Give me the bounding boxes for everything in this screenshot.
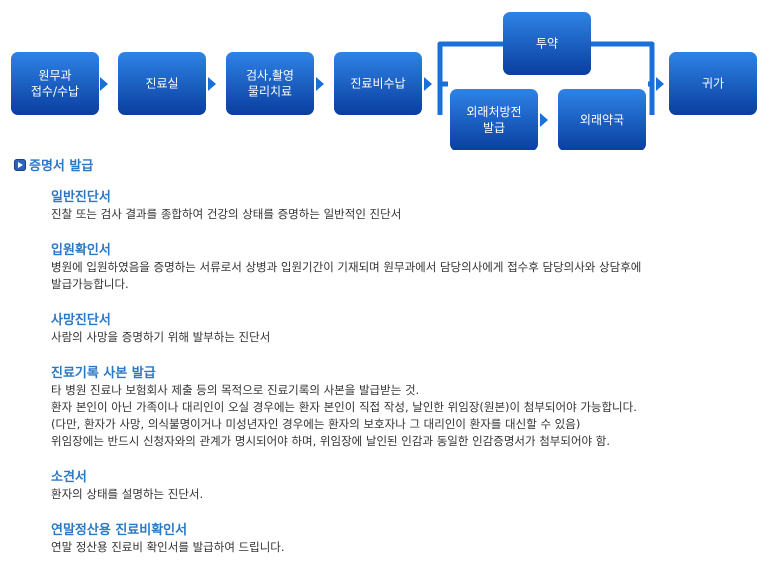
flow-label-clinic: 진료실 — [145, 77, 178, 91]
certificate-description: 타 병원 진료나 보험회사 제출 등의 목적으로 진료기록의 사본을 발급받는 … — [51, 383, 420, 397]
flow-box-exam — [226, 52, 314, 115]
section-header: 증명서 발급 — [14, 155, 93, 174]
certificate-title: 연말정산용 진료비확인서 — [51, 523, 188, 538]
flow-label-reception: 원무과 — [38, 69, 71, 83]
flow-box-pharmacy — [558, 89, 646, 150]
certificate-description: 진찰 또는 검사 결과를 종합하여 건강의 상태를 증명하는 일반적인 진단서 — [51, 207, 402, 221]
flow-label-home: 귀가 — [702, 77, 724, 91]
arrow-to-payment-icon — [316, 77, 324, 91]
flow-label-medication: 투약 — [536, 36, 558, 51]
flow-node-clinic: 진료실 — [118, 52, 206, 115]
certificate-description: 환자 본인이 아닌 가족이나 대리인이 오실 경우에는 환자 본인이 직접 작성… — [51, 400, 637, 414]
arrow-to-exam-icon — [208, 77, 216, 91]
arrow-to-pharmacy-icon — [540, 113, 548, 127]
certificate-title: 진료기록 사본 발급 — [51, 366, 156, 381]
certificate-description: 환자의 상태를 설명하는 진단서. — [51, 487, 204, 501]
flow-node-medication: 투약 — [503, 12, 591, 75]
flow-label-payment: 진료비수납 — [350, 77, 405, 91]
arrow-to-branch-icon — [424, 77, 432, 91]
flow-box-payment — [334, 52, 422, 115]
certificate-title: 소견서 — [51, 470, 87, 485]
flow-box-outpatient-rx — [450, 89, 538, 150]
connector-from-medication — [591, 41, 655, 115]
flow-box-medication — [503, 12, 591, 75]
flow-label-exam: 물리치료 — [248, 85, 292, 99]
certificate-title: 사망진단서 — [51, 313, 111, 328]
certificate-description: 연말 정산용 진료비 확인서를 발급하여 드립니다. — [51, 540, 285, 554]
flow-node-payment: 진료비수납 — [334, 52, 422, 115]
certificate-description: 위임장에는 반드시 신청자와의 관계가 명시되어야 하며, 위임장에 날인된 인… — [51, 434, 611, 448]
flow-label-pharmacy: 외래약국 — [580, 112, 624, 127]
flow-label-outpatient-rx: 발급 — [483, 121, 505, 135]
certificate-title: 입원확인서 — [51, 243, 111, 258]
flow-box-clinic — [118, 52, 206, 115]
flow-box-reception — [11, 52, 99, 115]
certificate-title: 일반진단서 — [51, 190, 111, 205]
flow-label-exam: 검사,촬영 — [246, 69, 294, 83]
flow-node-home: 귀가 — [669, 52, 757, 115]
certificate-description: 사람의 사망을 증명하기 위해 발부하는 진단서 — [51, 330, 271, 344]
connector-to-medication — [437, 41, 503, 115]
certificate-description: 병원에 입원하였음을 증명하는 서류로서 상병과 입원기간이 기재되며 원무과에… — [51, 260, 642, 274]
play-bullet-icon — [14, 158, 26, 171]
arrow-to-home-icon — [656, 77, 664, 91]
flow-label-reception: 접수/수납 — [31, 85, 79, 99]
flow-box-home — [669, 52, 757, 115]
arrow-to-clinic-icon — [100, 77, 108, 91]
flow-label-outpatient-rx: 외래처방전 — [466, 105, 521, 119]
certificate-description: 발급가능합니다. — [51, 277, 129, 291]
certificate-description: (다만, 환자가 사망, 의식불명이거나 미성년자인 경우에는 환자의 보호자나… — [51, 417, 581, 431]
section-title: 증명서 발급 — [29, 159, 94, 174]
flow-node-pharmacy: 외래약국 — [558, 89, 646, 150]
